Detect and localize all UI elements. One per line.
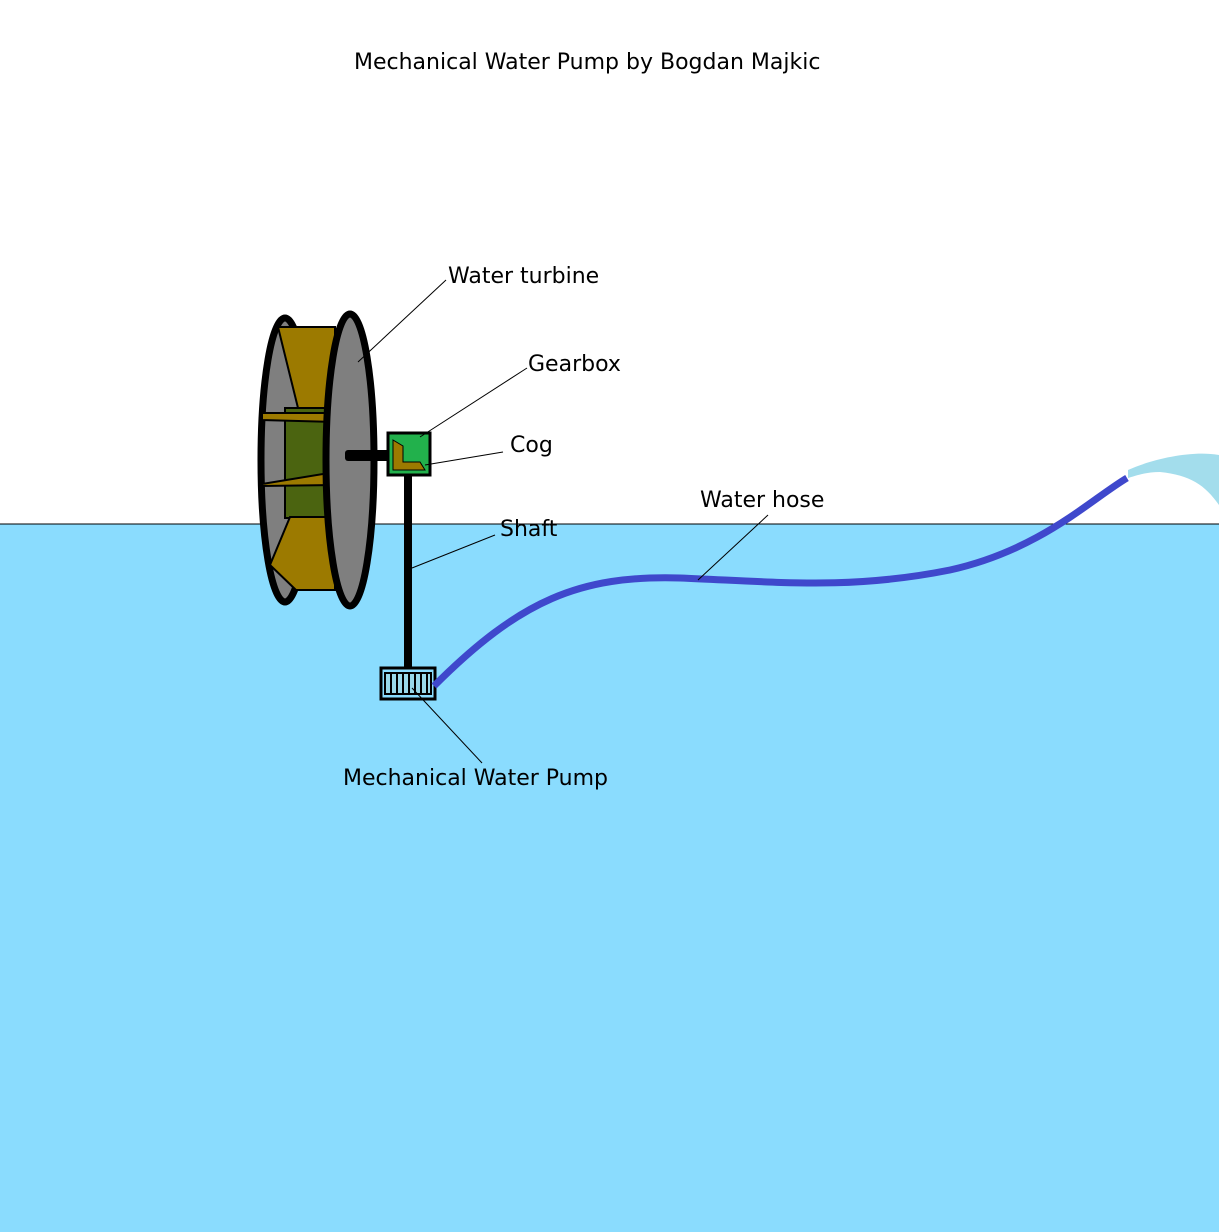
mechanical-water-pump [379,666,437,701]
label-shaft: Shaft [500,517,558,542]
water-spray [1128,453,1219,505]
leader-shaft [411,534,496,569]
leader-turbine [357,279,447,363]
water-turbine [257,310,378,610]
gearbox [386,431,432,477]
shaft [404,476,412,668]
leader-gearbox [419,367,528,438]
water-body [0,524,1219,1232]
leader-cog [424,451,504,466]
label-gearbox: Gearbox [528,352,621,377]
axle [345,450,395,461]
leader-pump [411,687,483,764]
diagram-title: Mechanical Water Pump by Bogdan Majkic [354,50,821,75]
pump-vanes [390,674,428,693]
label-cog: Cog [510,433,553,458]
cog-gear [392,439,426,471]
label-mechanical-water-pump: Mechanical Water Pump [343,766,609,791]
leader-hose [697,514,769,581]
water-hose [431,474,1129,689]
label-water-hose: Water hose [700,488,825,513]
leader-lines [357,279,769,764]
label-water-turbine: Water turbine [448,264,600,289]
